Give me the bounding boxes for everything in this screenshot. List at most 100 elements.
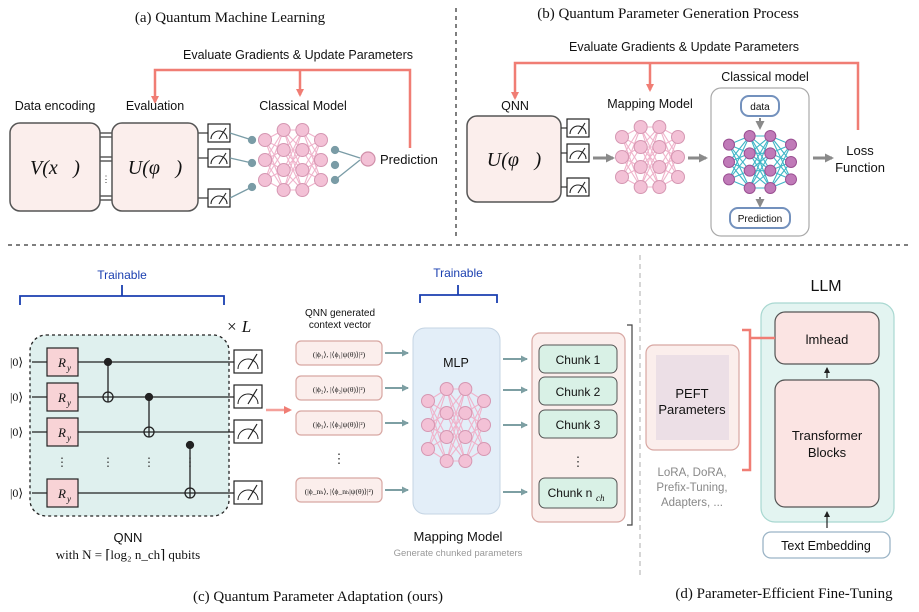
unitary-box-text: U(φ⃗) [487, 149, 542, 171]
meter-icon [207, 123, 231, 143]
transformer-label-line1: Transformer [792, 428, 863, 443]
panel-a: (a) Quantum Machine Learning Evaluate Gr… [9, 10, 438, 212]
network-node [633, 120, 648, 134]
network-node [276, 123, 291, 137]
network-node [652, 160, 667, 174]
svg-text:⋮: ⋮ [102, 174, 111, 184]
chunk-box: Chunk 1 [538, 344, 618, 374]
qnn-layer-box [29, 334, 230, 517]
ket-label: |0⟩ [10, 390, 23, 404]
classical-model-label: Classical Model [259, 99, 347, 113]
network-node [743, 130, 756, 142]
network-node [458, 406, 473, 420]
network-node [314, 153, 328, 167]
network-node [421, 394, 435, 408]
network-node [295, 163, 310, 177]
panel-b-caption: (b) Quantum Parameter Generation Process [537, 6, 799, 22]
meter-icon [233, 384, 263, 409]
network-node [633, 160, 648, 174]
meter-icon [566, 143, 590, 163]
network-node [785, 138, 797, 151]
meter-icon [207, 148, 231, 168]
peft-label-line1: PEFT [675, 386, 708, 401]
network-node [671, 130, 685, 144]
ry-gate: R y [46, 417, 79, 447]
classical-network [723, 130, 797, 194]
text-embedding-box [762, 531, 891, 559]
context-vector-label-line1: QNN generated [305, 308, 375, 319]
mapping-model-label: Mapping Model [607, 97, 692, 111]
network-node [258, 133, 272, 147]
svg-text:⋮: ⋮ [572, 454, 585, 469]
ry-gate: R y [46, 478, 79, 508]
network-node [743, 182, 756, 194]
panel-b: (b) Quantum Parameter Generation Process… [466, 6, 885, 237]
svg-text:R: R [57, 486, 66, 501]
network-node [671, 170, 685, 184]
network-node [652, 140, 667, 154]
svg-text:(|ϕ₁⟩, |⟨ϕ₁|ψ(θ)⟩|²): (|ϕ₁⟩, |⟨ϕ₁|ψ(θ)⟩|²) [313, 350, 366, 359]
network-node [633, 140, 648, 154]
peft-connector [742, 328, 752, 472]
classical-network [258, 123, 328, 197]
cnot-gate [143, 392, 155, 438]
network-node [276, 183, 291, 197]
network-node [615, 130, 629, 144]
mlp-network [421, 382, 491, 468]
svg-text:Chunk 2: Chunk 2 [556, 385, 601, 399]
svg-text:y: y [66, 398, 71, 408]
peft-method: Prefix-Tuning, [656, 482, 727, 494]
trainable-bracket [19, 295, 225, 305]
ket-label: |0⟩ [10, 425, 23, 439]
svg-text:(|ϕ₂⟩, |⟨ϕ₂|ψ(θ)⟩|²): (|ϕ₂⟩, |⟨ϕ₂|ψ(θ)⟩|²) [313, 385, 366, 394]
network-node [764, 182, 777, 194]
svg-text:(|ϕ_nₕ⟩, |⟨ϕ_nₕ|ψ(θ)⟩|²): (|ϕ_nₕ⟩, |⟨ϕ_nₕ|ψ(θ)⟩|²) [305, 487, 374, 496]
network-node [314, 133, 328, 147]
network-node [652, 180, 667, 194]
network-node [458, 382, 473, 396]
network-node [723, 173, 735, 186]
network-node [439, 382, 454, 396]
ry-gate: R y [46, 347, 79, 377]
data-encoding-label: Data encoding [15, 99, 96, 113]
svg-text:⋮: ⋮ [56, 455, 68, 469]
prediction-pill-text: Prediction [738, 214, 782, 225]
network-node [421, 418, 435, 432]
svg-text:Chunk 1: Chunk 1 [556, 353, 601, 367]
network-node [439, 430, 454, 444]
ry-gate: R y [46, 382, 79, 412]
network-node [295, 143, 310, 157]
meter-icon [566, 177, 590, 197]
meter-icon [207, 188, 231, 208]
qnn-label: QNN [114, 530, 143, 545]
feedback-arrow [511, 61, 860, 130]
svg-text:⋮: ⋮ [143, 455, 155, 469]
unitary-box [466, 115, 562, 203]
network-node [764, 164, 777, 177]
mapping-model-label: Mapping Model [414, 529, 503, 544]
transformer-label-line2: Blocks [808, 445, 847, 460]
trainable-label: Trainable [433, 266, 483, 280]
chunk-box: Chunk n ch [538, 477, 618, 509]
network-node [276, 143, 291, 157]
encoder-box [9, 122, 101, 212]
unitary-box [111, 122, 199, 212]
network-node [276, 163, 291, 177]
meter-icon [566, 118, 590, 138]
llm-label: LLM [810, 278, 841, 295]
mapping-network [615, 120, 685, 194]
lmhead-label: lmhead [806, 332, 849, 347]
loss-label-line2: Function [835, 160, 885, 175]
svg-text:y: y [66, 363, 71, 373]
chunk-box: Chunk 3 [538, 409, 618, 439]
context-entry: (|ϕ₃⟩, |⟨ϕ₃|ψ(θ)⟩|²) [295, 410, 383, 436]
meter-icon [233, 480, 263, 505]
network-node [633, 180, 648, 194]
classical-model-label: Classical model [721, 70, 809, 84]
network-node [421, 442, 435, 456]
network-node [785, 173, 797, 186]
network-node [458, 454, 473, 468]
svg-text:R: R [57, 355, 66, 370]
network-node [785, 156, 797, 168]
svg-text:R: R [57, 425, 66, 440]
